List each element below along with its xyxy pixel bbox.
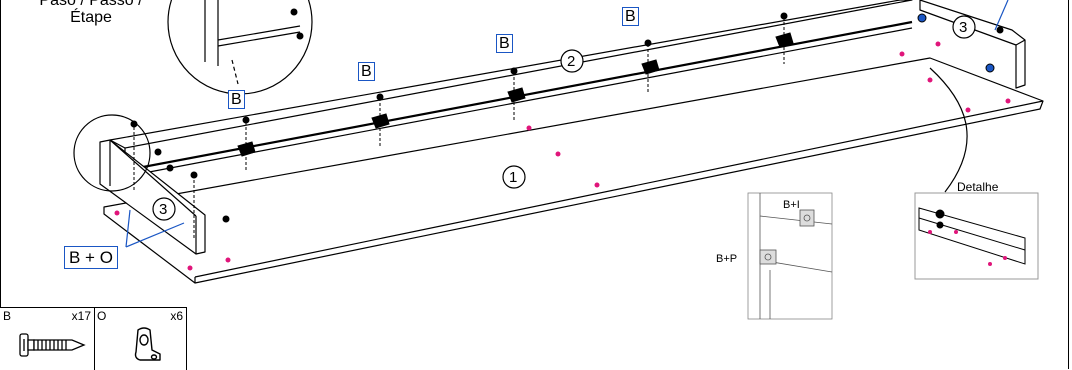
rail-bracket (507, 67, 526, 120)
b-plus-o-leader-2 (125, 222, 185, 248)
part-number-circle-2 (560, 49, 584, 73)
detail-inset-drawing (914, 192, 1039, 280)
part-number-3-right: 3 (959, 19, 968, 36)
part-number-circle-1 (502, 165, 526, 189)
detail-inset-title: Detalhe (957, 180, 999, 194)
step-label-line2: Étape (70, 9, 112, 26)
screw-icon (19, 333, 86, 357)
part-item-b: B x17 (0, 308, 95, 370)
base-panel-edge (194, 100, 1044, 278)
right-side-panel (919, 0, 1026, 89)
zoom-circle-top (167, 0, 313, 95)
rail-bracket (775, 12, 794, 64)
hardware-label-b-plus-i: B+I (783, 199, 800, 211)
part-number-circle-3-left (152, 197, 176, 221)
frame-right-line (1068, 0, 1069, 369)
part-code: O (97, 309, 107, 323)
part-quantity: x17 (71, 309, 91, 323)
part-quantity: x6 (170, 309, 183, 323)
part-number-3-left: 3 (159, 201, 168, 218)
hardware-label-b-plus-p: B+P (716, 253, 738, 265)
rail-bracket (237, 116, 256, 172)
step-label-line1: Paso / Passo / (39, 0, 143, 9)
b-plus-o-leader-1 (125, 209, 131, 248)
part-code: B (3, 309, 12, 323)
callout-b: B (496, 34, 513, 53)
position-markers (114, 41, 1011, 271)
callout-b: B (358, 62, 375, 81)
right-side-screws (917, 13, 1004, 73)
frame-left-line (0, 0, 1, 307)
callout-b-plus-o: B + O (64, 246, 118, 269)
part-number-1: 1 (509, 169, 518, 186)
side-screw (130, 120, 138, 190)
part-item-o: O x6 (94, 308, 186, 370)
rail-brackets (130, 8, 1004, 240)
callout-b: B (228, 90, 245, 109)
part-number-circle-3-right (952, 15, 976, 39)
angle-bracket-icon (134, 327, 161, 361)
top-right-leader (994, 0, 1009, 31)
side-screw (190, 171, 198, 240)
detail-leader-line (929, 67, 968, 193)
back-rail (109, 0, 913, 149)
parts-list: B x17 O x6 (0, 307, 187, 370)
top-detail-screws (290, 8, 304, 40)
hardware-inset-drawing (747, 192, 833, 320)
base-panel (103, 57, 1044, 284)
rail-bracket (371, 93, 390, 146)
callout-b: B (622, 7, 639, 26)
side-screw (154, 148, 230, 223)
part-number-2: 2 (567, 53, 576, 70)
rail-bracket (641, 39, 660, 92)
zoom-circle-left (73, 114, 151, 192)
